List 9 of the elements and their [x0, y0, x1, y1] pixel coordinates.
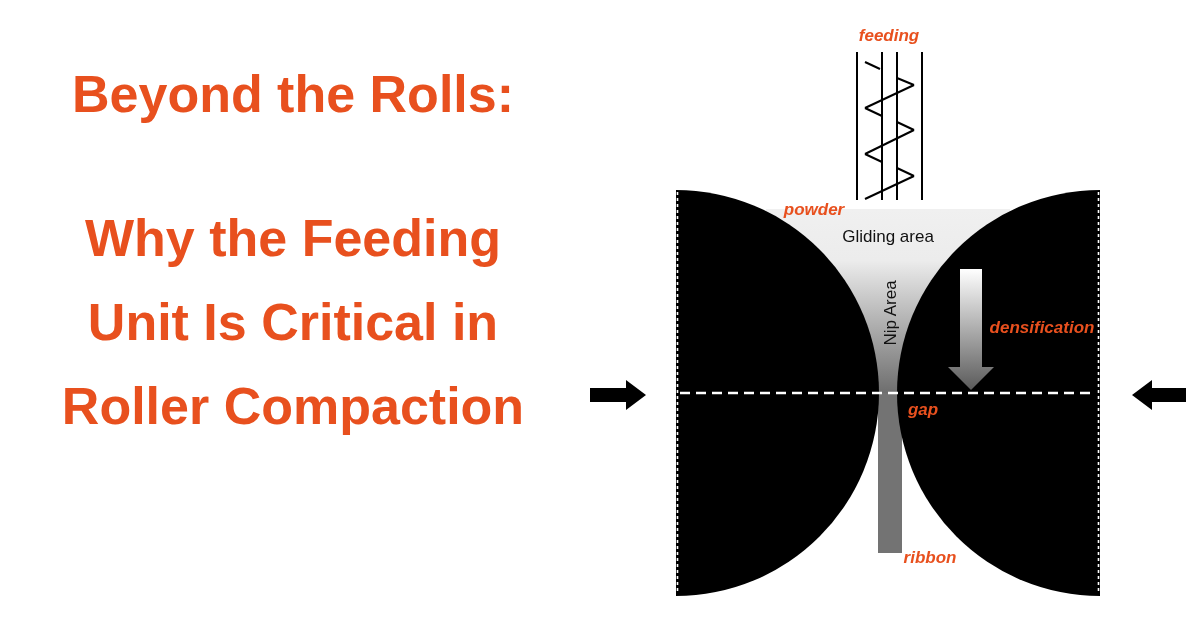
part-label: powder	[783, 200, 845, 220]
part-label: gap	[907, 400, 939, 420]
part-label: Nip Area	[881, 280, 901, 346]
part-label: ribbon	[903, 548, 957, 568]
part-label: densification	[989, 318, 1095, 338]
subtitle: Why the Feeding Unit Is Critical in Roller Compaction	[60, 208, 526, 437]
part-label: Gliding area	[842, 227, 934, 247]
part-label: feeding	[858, 26, 920, 46]
title: Beyond the Rolls:	[71, 66, 515, 124]
